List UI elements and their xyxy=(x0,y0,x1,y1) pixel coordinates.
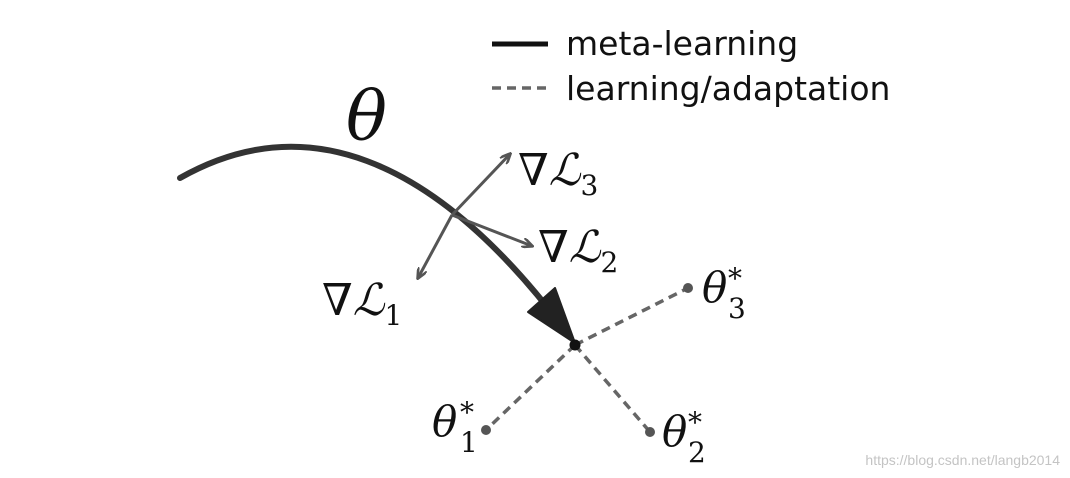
task-optimum-point-3 xyxy=(683,283,693,293)
theta-symbol: θ xyxy=(702,263,727,312)
subscript-3: 3 xyxy=(580,169,598,202)
adapt-line-3 xyxy=(574,286,689,347)
meta-learning-path xyxy=(177,143,568,333)
meta-learning-arrowhead xyxy=(527,287,576,344)
svg-text:∇ℒ3: ∇ℒ3 xyxy=(518,145,598,202)
svg-text:∇ℒ2: ∇ℒ2 xyxy=(538,222,618,279)
subscript-2: 2 xyxy=(688,436,706,469)
loss-symbol: ℒ xyxy=(353,275,386,326)
legend-meta-label: meta-learning xyxy=(566,24,798,63)
adapt-line-2 xyxy=(573,343,652,434)
star-superscript: * xyxy=(460,396,474,429)
task-optimum-point-1 xyxy=(481,425,491,435)
subscript-1: 1 xyxy=(384,299,402,332)
svg-text:∇ℒ1: ∇ℒ1 xyxy=(322,275,402,332)
gradient-arrows xyxy=(418,154,532,278)
theta-symbol: θ xyxy=(662,407,687,456)
legend: meta-learning learning/adaptation xyxy=(492,24,890,108)
nabla-symbol: ∇ xyxy=(518,145,549,196)
gradient-arrow-1 xyxy=(418,214,454,278)
gradient-label-3: ∇ℒ3 xyxy=(518,145,598,202)
gradient-arrow-3 xyxy=(450,154,510,217)
theta-star-label-1: θ * 1 xyxy=(432,396,478,459)
star-superscript: * xyxy=(688,406,702,439)
nabla-symbol: ∇ xyxy=(538,222,569,273)
subscript-3: 3 xyxy=(728,292,746,325)
gradient-arrow-2 xyxy=(451,213,532,246)
theta-star-label-2: θ * 2 xyxy=(662,406,706,469)
meta-parameter-point xyxy=(569,339,581,351)
svg-text:θ: θ xyxy=(432,397,457,446)
watermark-url: https://blog.csdn.net/langb2014 xyxy=(865,452,1060,468)
star-superscript: * xyxy=(728,262,742,295)
svg-text:θ: θ xyxy=(662,407,687,456)
gradient-label-2: ∇ℒ2 xyxy=(538,222,618,279)
loss-symbol: ℒ xyxy=(569,222,602,273)
task-optimum-point-2 xyxy=(645,427,655,437)
theta-symbol: θ xyxy=(432,397,457,446)
adaptation-lines xyxy=(484,286,689,434)
theta-label: θ xyxy=(346,78,387,157)
legend-adapt-label: learning/adaptation xyxy=(566,69,890,108)
nabla-symbol: ∇ xyxy=(322,275,353,326)
theta-star-label-3: θ * 3 xyxy=(702,262,746,325)
gradient-label-1: ∇ℒ1 xyxy=(322,275,402,332)
subscript-2: 2 xyxy=(600,246,618,279)
subscript-1: 1 xyxy=(460,426,478,459)
svg-text:θ: θ xyxy=(702,263,727,312)
loss-symbol: ℒ xyxy=(549,145,582,196)
adapt-line-1 xyxy=(484,343,577,432)
